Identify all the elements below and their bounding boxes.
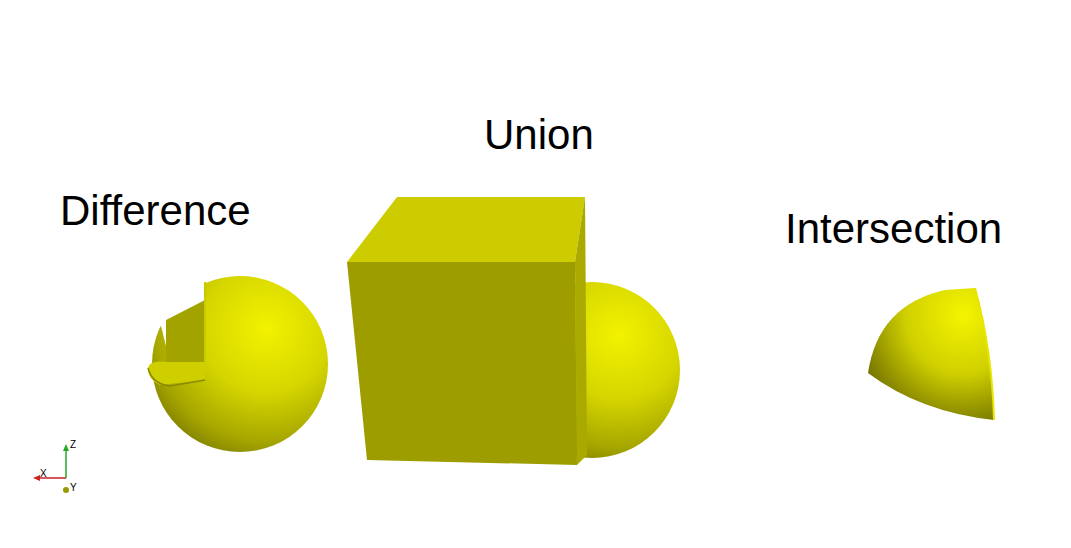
intersection-shape <box>868 288 994 420</box>
axis-triad <box>33 444 69 493</box>
operation-label: Union <box>484 114 594 156</box>
difference-sphere <box>148 276 328 452</box>
union-shape <box>347 197 680 465</box>
operation-label: Difference <box>60 190 251 232</box>
operation-label: Intersection <box>785 208 1002 250</box>
axis-label: Y <box>70 483 77 493</box>
axis-label: X <box>40 469 47 479</box>
axis-label: Z <box>70 440 76 450</box>
